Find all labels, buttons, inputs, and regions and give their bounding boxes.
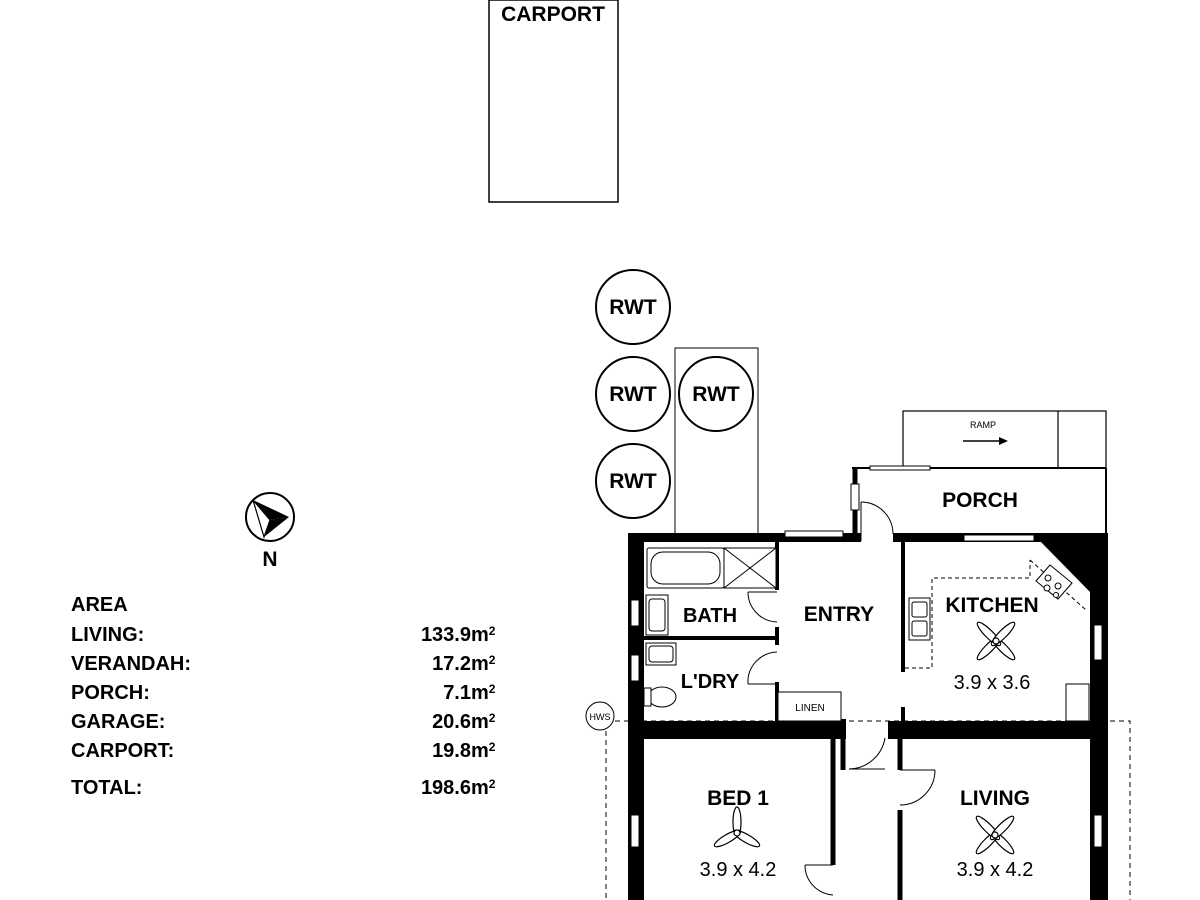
- linen-label: LINEN: [795, 703, 824, 714]
- fridge-space: [1065, 683, 1090, 722]
- interior-walls: [644, 542, 905, 900]
- area-row-porch: PORCH: 7.1 m2: [71, 679, 496, 708]
- entry-label: ENTRY: [804, 603, 874, 626]
- ceiling-fan-icon: [975, 815, 1015, 855]
- rainwater-tank-1: RWT: [595, 269, 671, 345]
- area-name: GARAGE:: [71, 711, 166, 733]
- kitchen-sink-icon: [908, 597, 931, 641]
- living-label: LIVING: [960, 787, 1030, 810]
- kitchen-label: KITCHEN: [945, 594, 1038, 617]
- area-unit: m2: [471, 740, 496, 762]
- ramp-label: RAMP: [970, 420, 996, 430]
- area-schedule: AREA LIVING: 133.9 m2 VERANDAH: 17.2 m2 …: [71, 591, 496, 803]
- svg-text:RWT: RWT: [609, 383, 657, 406]
- rainwater-tank-2: RWT: [595, 356, 671, 432]
- area-row-total: TOTAL: 198.6 m2: [71, 774, 496, 803]
- bath-fixtures: [643, 547, 777, 708]
- hot-water-system-icon: [585, 701, 615, 731]
- svg-text:RWT: RWT: [609, 470, 657, 493]
- area-name: LIVING:: [71, 624, 145, 646]
- area-value: 198.6: [420, 777, 471, 799]
- area-unit: m2: [471, 711, 496, 733]
- area-row-carport: CARPORT: 19.8 m2: [71, 737, 496, 766]
- area-unit: m2: [471, 624, 496, 646]
- svg-text:RWT: RWT: [609, 296, 657, 319]
- rainwater-tank-4: RWT: [595, 443, 671, 519]
- laundry-label: L'DRY: [681, 671, 740, 693]
- windows: [630, 530, 1103, 848]
- bath-label: BATH: [683, 605, 737, 627]
- area-value: 19.8: [432, 740, 471, 762]
- ceiling-fan-icon: [713, 806, 761, 848]
- area-value: 133.9: [420, 624, 471, 646]
- porch: PORCH: [850, 465, 1107, 534]
- toilet-icon: [647, 686, 677, 708]
- compass-north-label: N: [262, 548, 277, 571]
- bed1-dims: 3.9 x 4.2: [700, 859, 777, 881]
- hws-label: HWS: [590, 712, 611, 722]
- area-name: VERANDAH:: [71, 653, 191, 675]
- svg-text:RWT: RWT: [692, 383, 740, 406]
- north-compass-icon: N: [245, 492, 295, 571]
- door-swings: [747, 501, 936, 896]
- rainwater-tank-3: RWT: [678, 356, 754, 432]
- area-name: TOTAL:: [71, 777, 143, 799]
- area-unit: m2: [471, 653, 496, 675]
- porch-label: PORCH: [942, 489, 1018, 512]
- living-dims: 3.9 x 4.2: [957, 859, 1034, 881]
- area-row-verandah: VERANDAH: 17.2 m2: [71, 650, 496, 679]
- carport-label: CARPORT: [501, 3, 605, 26]
- area-unit: m2: [471, 777, 496, 799]
- ceiling-fan-icon: [976, 621, 1016, 661]
- area-name: PORCH:: [71, 682, 150, 704]
- bed1-label: BED 1: [707, 787, 769, 810]
- area-name: CARPORT:: [71, 740, 175, 762]
- area-title: AREA: [71, 594, 128, 616]
- area-value: 17.2: [432, 653, 471, 675]
- kitchen-dims: 3.9 x 3.6: [954, 672, 1031, 694]
- ramp: RAMP: [902, 410, 1107, 469]
- area-value: 7.1: [443, 682, 471, 704]
- verandah-outline: [605, 720, 1131, 900]
- carport-outline: [488, 0, 619, 203]
- cooktop-icon: [1035, 564, 1073, 600]
- linen-cupboard: [777, 691, 842, 722]
- area-value: 20.6: [432, 711, 471, 733]
- area-unit: m2: [471, 682, 496, 704]
- area-row-living: LIVING: 133.9 m2: [71, 621, 496, 650]
- area-row-garage: GARAGE: 20.6 m2: [71, 708, 496, 737]
